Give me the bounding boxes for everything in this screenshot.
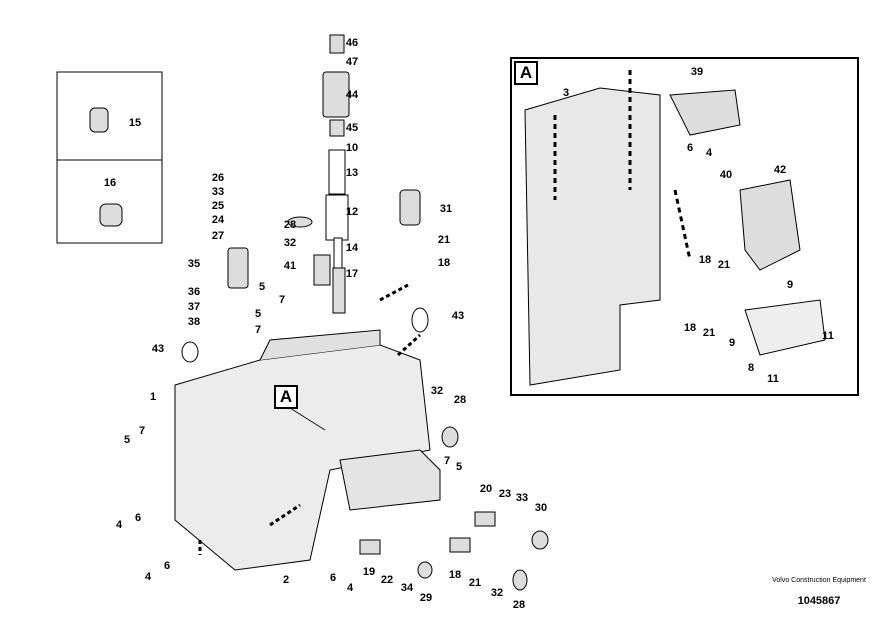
part-label: 27 bbox=[211, 230, 225, 242]
part-label: 46 bbox=[345, 37, 359, 49]
part-label: 6 bbox=[134, 512, 142, 524]
part-label: 11 bbox=[822, 330, 834, 342]
part-label: 35 bbox=[187, 258, 201, 270]
part-label: 21 bbox=[437, 234, 451, 246]
part-label: 4 bbox=[705, 147, 713, 159]
part-label: 7 bbox=[138, 425, 146, 437]
part-label: 6 bbox=[329, 572, 337, 584]
part-label: 45 bbox=[345, 122, 359, 134]
part-label: 6 bbox=[686, 142, 694, 154]
part-label: 5 bbox=[254, 308, 262, 320]
part-label: 32 bbox=[430, 385, 444, 397]
part-label: 15 bbox=[128, 117, 142, 129]
part-label: 10 bbox=[345, 142, 359, 154]
part-label: 29 bbox=[419, 592, 433, 604]
part-label: 24 bbox=[211, 214, 225, 226]
part-label: 41 bbox=[283, 260, 297, 272]
part-label: 37 bbox=[187, 301, 201, 313]
part-label: 7 bbox=[443, 455, 451, 467]
part-label: 31 bbox=[439, 203, 453, 215]
part-label: 9 bbox=[728, 337, 736, 349]
part-label: 39 bbox=[690, 66, 704, 78]
part-label: 4 bbox=[346, 582, 354, 594]
part-label: 25 bbox=[211, 200, 225, 212]
part-label: 26 bbox=[211, 172, 225, 184]
part-label: 7 bbox=[278, 294, 286, 306]
part-label: 34 bbox=[400, 582, 414, 594]
part-label: 32 bbox=[490, 587, 504, 599]
part-label: 32 bbox=[283, 237, 297, 249]
part-label: 5 bbox=[258, 281, 266, 293]
part-label: 5 bbox=[455, 461, 463, 473]
part-label: 6 bbox=[163, 560, 171, 572]
part-label: 9 bbox=[786, 279, 794, 291]
part-label: 38 bbox=[187, 316, 201, 328]
part-label: 28 bbox=[283, 219, 297, 231]
part-label: 33 bbox=[211, 186, 225, 198]
part-label: 18 bbox=[448, 569, 462, 581]
part-label: 18 bbox=[683, 322, 697, 334]
part-label: 21 bbox=[468, 577, 482, 589]
part-label: 1 bbox=[149, 391, 157, 403]
part-label: 22 bbox=[380, 574, 394, 586]
part-label: 12 bbox=[345, 206, 359, 218]
part-label: 42 bbox=[773, 164, 787, 176]
part-label: 30 bbox=[534, 502, 548, 514]
part-label: 47 bbox=[345, 56, 359, 68]
drawing-number: 1045867 bbox=[797, 595, 841, 607]
part-label: 17 bbox=[345, 268, 359, 280]
part-label: 28 bbox=[453, 394, 467, 406]
part-label: 4 bbox=[115, 519, 123, 531]
part-box-16 bbox=[56, 159, 163, 244]
part-label: 33 bbox=[515, 492, 529, 504]
callout-a-inset: A bbox=[514, 61, 538, 85]
part-label: 18 bbox=[437, 257, 451, 269]
part-label: 20 bbox=[479, 483, 493, 495]
part-label: 7 bbox=[254, 324, 262, 336]
part-label: 3 bbox=[562, 87, 570, 99]
part-box-15 bbox=[56, 71, 163, 161]
part-label: 16 bbox=[103, 177, 117, 189]
part-label: 21 bbox=[702, 327, 716, 339]
part-label: 36 bbox=[187, 286, 201, 298]
callout-a-main: A bbox=[274, 385, 298, 409]
brand-text: Volvo Construction Equipment bbox=[772, 577, 866, 584]
part-label: 5 bbox=[123, 434, 131, 446]
part-label: 40 bbox=[719, 169, 733, 181]
part-label: 13 bbox=[345, 167, 359, 179]
part-label: 23 bbox=[498, 488, 512, 500]
part-label: 11 bbox=[767, 373, 779, 385]
part-label: 21 bbox=[717, 259, 731, 271]
part-label: 14 bbox=[345, 242, 359, 254]
part-label: 8 bbox=[747, 362, 755, 374]
part-label: 44 bbox=[345, 89, 359, 101]
part-label: 2 bbox=[282, 574, 290, 586]
part-label: 18 bbox=[698, 254, 712, 266]
part-label: 43 bbox=[451, 310, 465, 322]
part-label: 43 bbox=[151, 343, 165, 355]
part-label: 28 bbox=[512, 599, 526, 611]
part-label: 19 bbox=[362, 566, 376, 578]
part-label: 4 bbox=[144, 571, 152, 583]
